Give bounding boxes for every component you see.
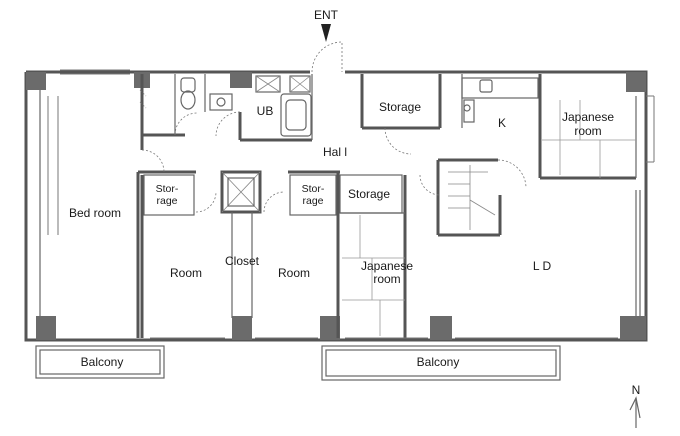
balcony-left-label: Balcony — [81, 355, 124, 369]
storage-top-label: Storage — [379, 100, 421, 114]
japanese-room-right-label-line1: Japanese — [562, 110, 614, 124]
closet-label: Closet — [225, 254, 260, 268]
ld-label: L D — [533, 259, 552, 273]
hall-label: Hal l — [323, 145, 347, 159]
interior-walls — [136, 74, 655, 338]
storage-mid-label-line2: rage — [302, 195, 323, 207]
entrance-label: ENT — [314, 8, 339, 22]
room-left-label: Room — [170, 266, 202, 280]
japanese-room-center-label-line1: Japanese — [361, 259, 413, 273]
balcony-right-label: Balcony — [417, 355, 460, 369]
north-arrow-icon — [629, 396, 641, 428]
storage-center-label: Storage — [348, 187, 390, 201]
columns — [26, 72, 646, 340]
kitchen-label: K — [498, 116, 506, 130]
doors — [139, 41, 527, 213]
room-mid-label: Room — [278, 266, 310, 280]
tatami-mats — [342, 100, 636, 336]
balconies — [35, 345, 561, 381]
bath-fixtures — [180, 75, 493, 137]
north-label: N — [632, 383, 641, 397]
entrance-arrow-icon — [321, 24, 331, 42]
storage-left-label-line2: rage — [156, 195, 177, 207]
japanese-room-center-label-line2: room — [373, 272, 400, 286]
ub-label: UB — [257, 104, 274, 118]
bedroom-label: Bed room — [69, 206, 121, 220]
storage-left-label-line1: Stor- — [156, 183, 179, 195]
japanese-room-right-label-line2: room — [574, 124, 601, 138]
windows — [47, 69, 618, 339]
storage-mid-label-line1: Stor- — [302, 183, 325, 195]
